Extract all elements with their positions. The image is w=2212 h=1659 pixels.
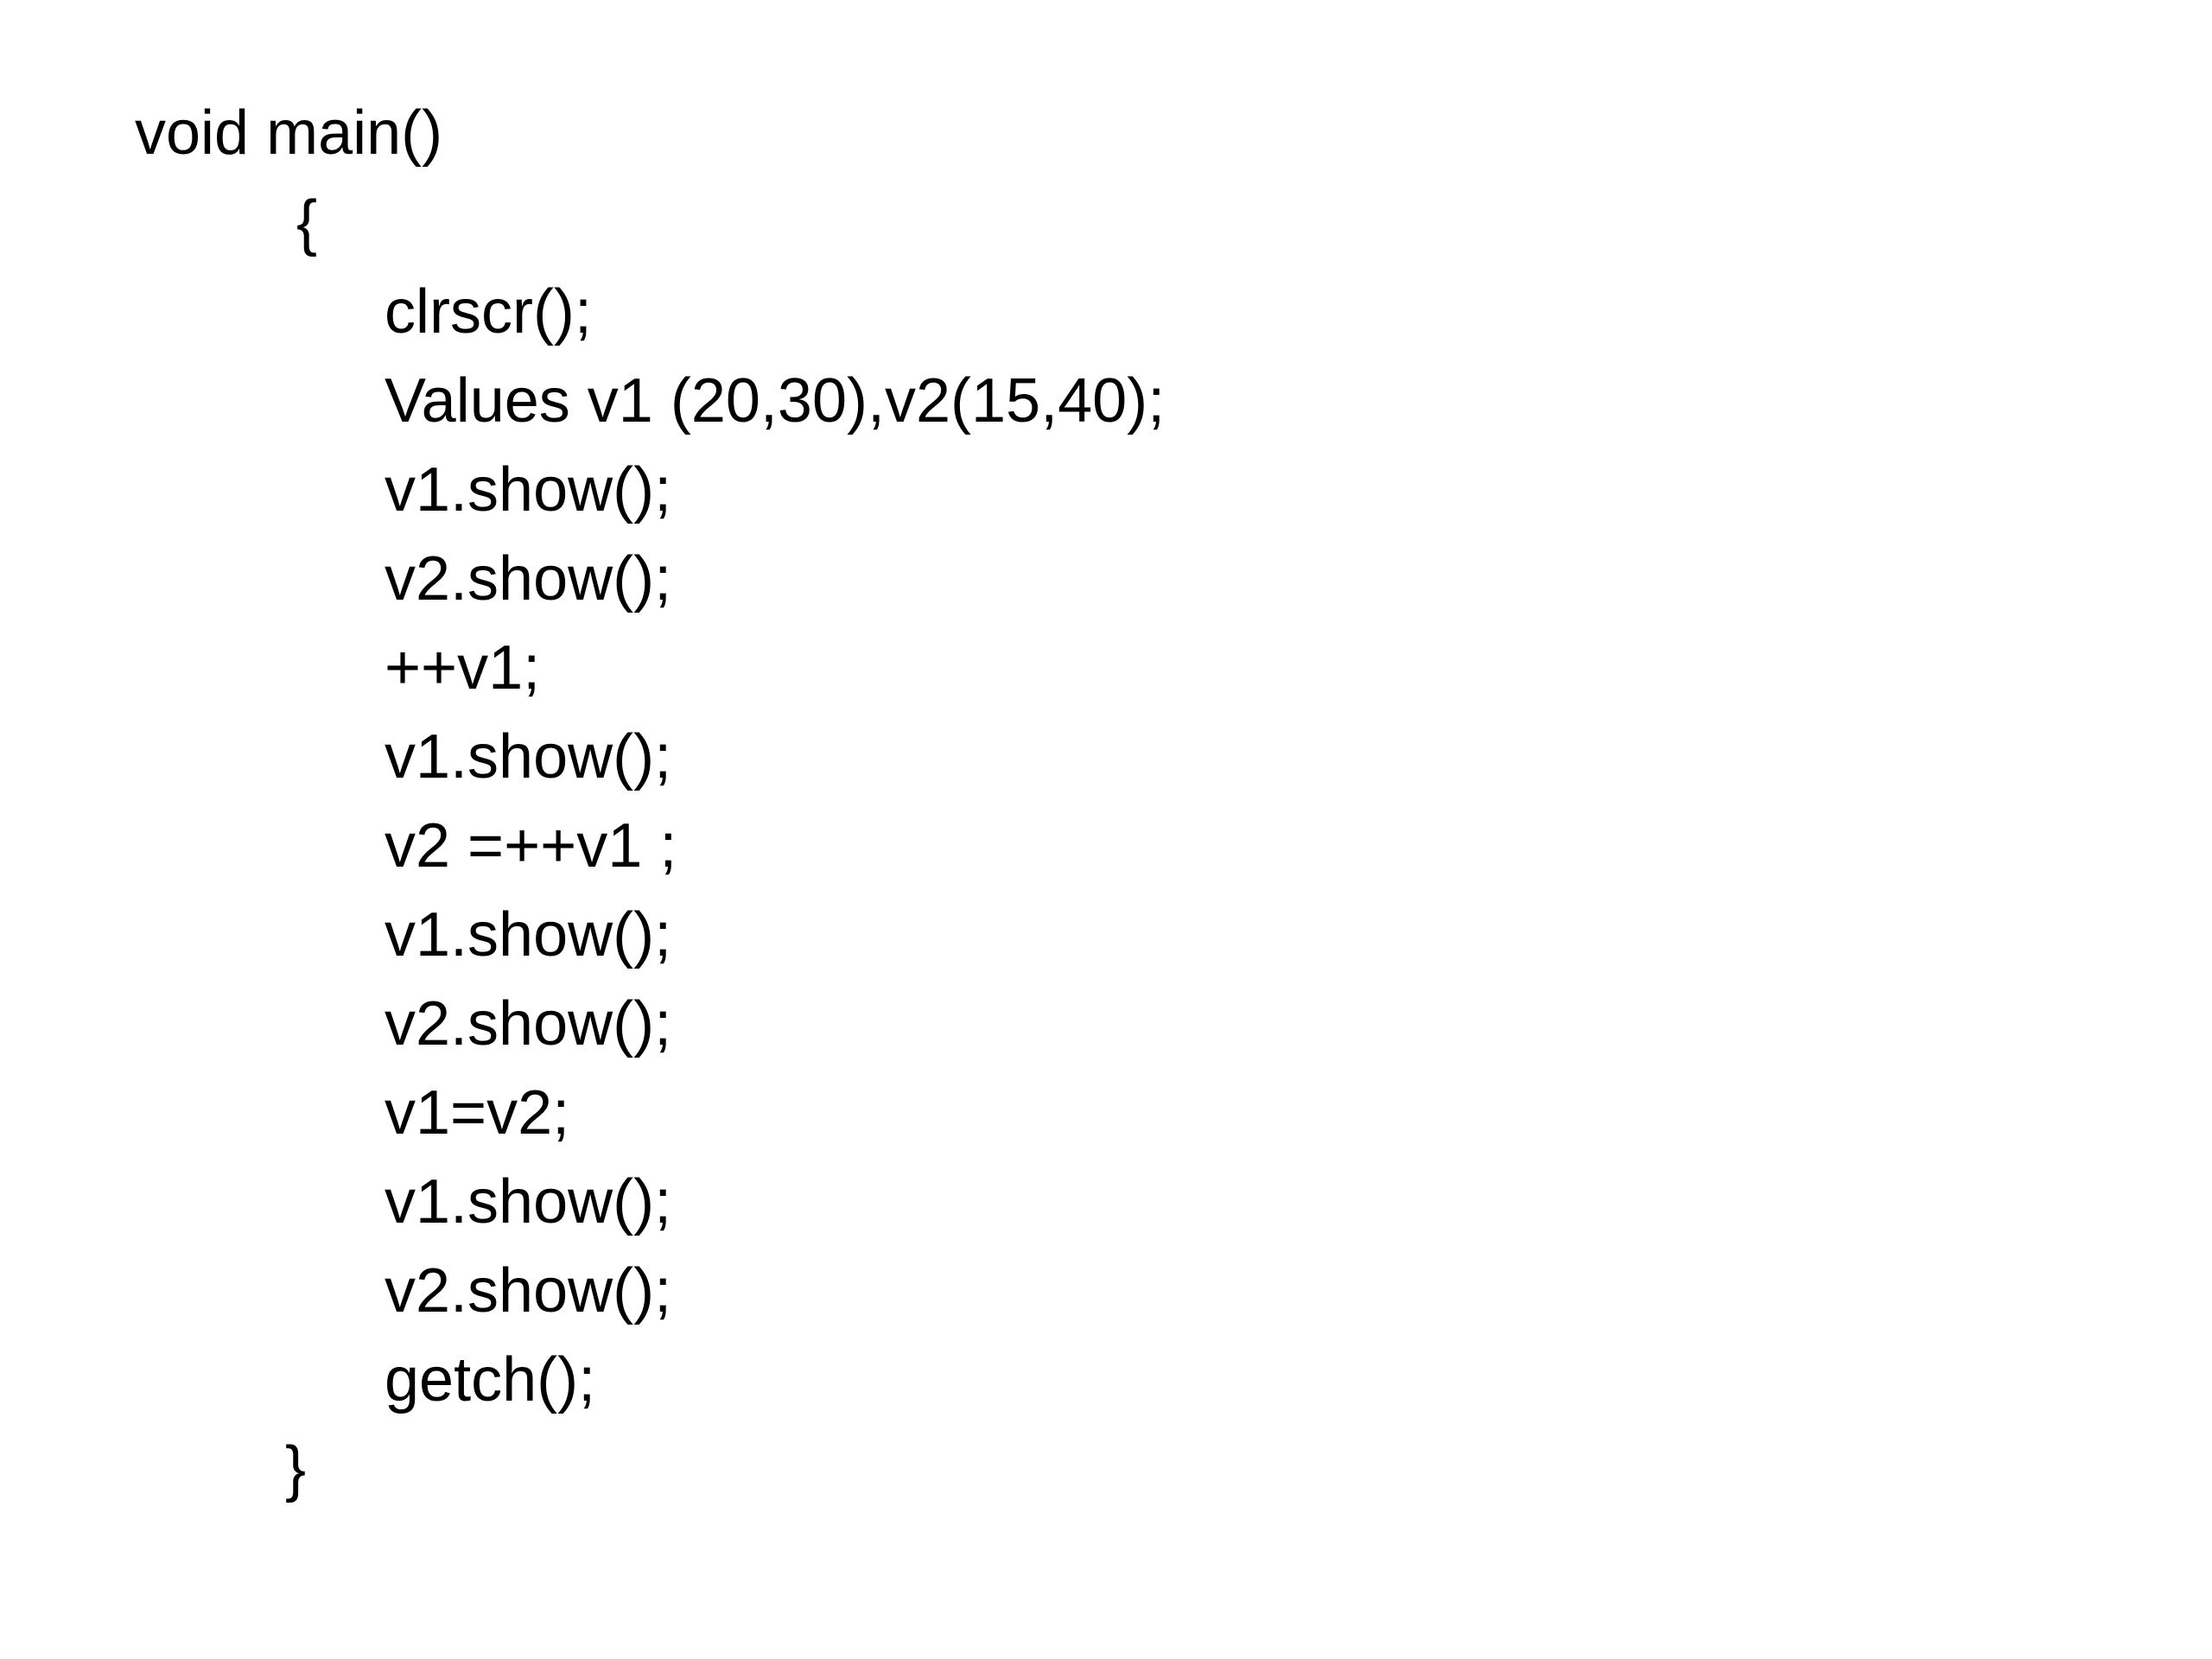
code-line-assign-pre-increment: v2 =++v1 ;: [385, 811, 677, 880]
code-line-v2-show: v2.show();: [385, 1256, 672, 1325]
code-line-function-signature: void main(): [135, 99, 443, 168]
code-line-open-brace: {: [296, 188, 318, 257]
code-line-v1-show: v1.show();: [385, 722, 672, 791]
code-line-v1-show: v1.show();: [385, 1167, 672, 1236]
code-line-increment-v1: ++v1;: [385, 633, 541, 702]
code-line-v2-show: v2.show();: [385, 544, 672, 613]
code-line-clrscr: clrscr();: [385, 277, 592, 346]
code-line-v2-show: v2.show();: [385, 989, 672, 1058]
code-line-v1-show: v1.show();: [385, 900, 672, 969]
code-line-v1-show: v1.show();: [385, 455, 672, 524]
code-line-values-declaration: Values v1 (20,30),v2(15,40);: [385, 366, 1166, 435]
code-line-getch: getch();: [385, 1345, 596, 1414]
code-line-close-brace: }: [285, 1434, 307, 1503]
code-line-assign-v1-v2: v1=v2;: [385, 1078, 570, 1147]
